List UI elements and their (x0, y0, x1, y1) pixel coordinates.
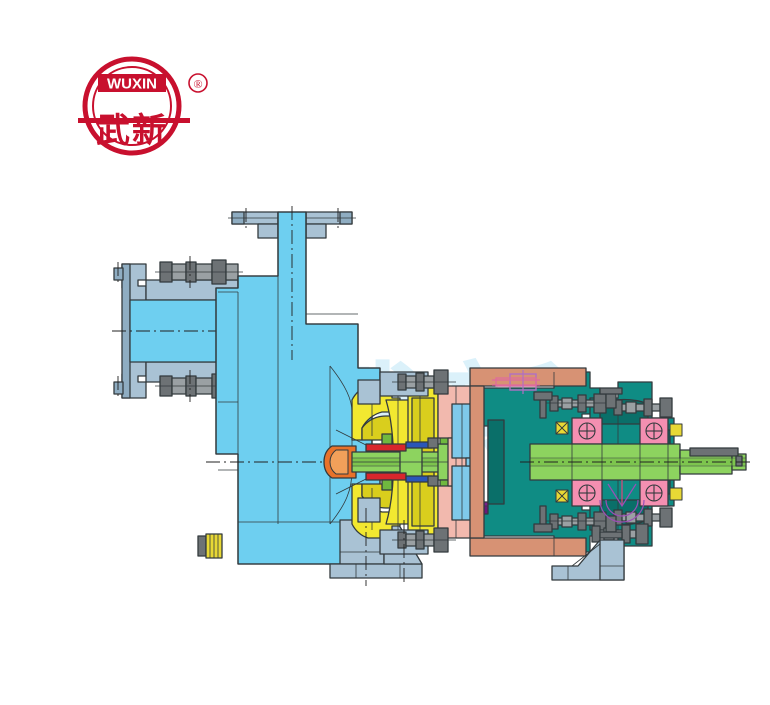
drain-plug (197, 533, 223, 559)
coupling-flange-ring (469, 537, 587, 557)
logo-latin-text: WUXIN (107, 76, 157, 93)
bolt-assembly (613, 507, 673, 528)
svg-text:®: ® (193, 77, 202, 91)
impeller-nose (323, 445, 357, 479)
discharge-flange (228, 211, 356, 239)
magnet-field-arc (599, 480, 645, 523)
construction-lines (117, 208, 405, 586)
lantern-window (487, 419, 505, 505)
bolt-assembly (546, 393, 610, 414)
ball-bearing (639, 417, 669, 507)
stud-bolt (533, 391, 553, 533)
bolt-assembly (155, 259, 243, 285)
coupling-flange-ring (469, 367, 587, 387)
stud-bolt (599, 387, 623, 539)
pump-shaft (351, 429, 470, 495)
ball-bearing (571, 417, 603, 507)
housing-bolts (379, 369, 673, 555)
logo-chinese-text: 武新 (96, 111, 168, 151)
drive-shaft (520, 443, 752, 481)
shaft-keyway (689, 447, 739, 457)
silicon-carbide-bush (365, 443, 407, 452)
logo-bar (78, 118, 190, 123)
logo-ring (82, 56, 182, 156)
ball-bearings (571, 417, 669, 507)
support-bracket (551, 539, 625, 581)
logo-wordmark-box: WUXIN (98, 74, 166, 93)
bolt-assembly (379, 527, 456, 555)
vent-fitting (492, 370, 540, 394)
bolt-assembly (613, 397, 673, 418)
oil-fill-marker (555, 421, 683, 503)
registered-mark-icon: ® (188, 73, 208, 93)
casing-shoulder-detail (357, 379, 381, 523)
bolt-assembly (379, 369, 456, 397)
wuxin-logo: WUXIN 武新 ® (70, 50, 235, 160)
silicon-carbide-bush (365, 472, 407, 481)
